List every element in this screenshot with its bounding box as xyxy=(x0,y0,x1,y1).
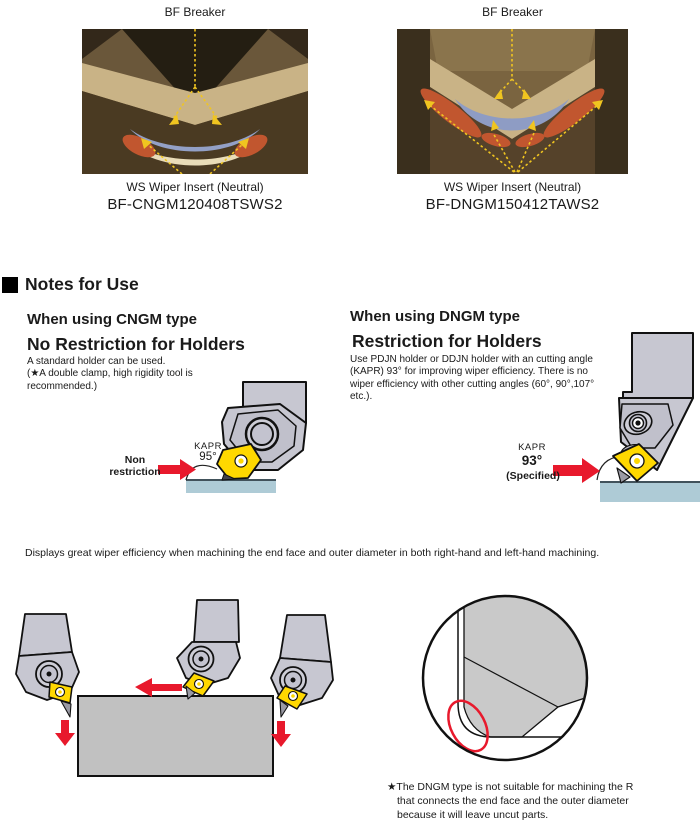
pointer-lines xyxy=(145,29,245,174)
part-number-left: BF-CNGM120408TSWS2 xyxy=(107,196,283,213)
breaker-label-right: BF Breaker xyxy=(482,5,543,19)
toolholder-dngm xyxy=(612,332,694,484)
cngm-holder-diagram xyxy=(158,381,307,493)
pointer-arrowheads xyxy=(141,114,249,149)
wiper-edge-highlight-orange xyxy=(543,88,605,138)
section-title: Notes for Use xyxy=(25,274,139,294)
workpiece-surface xyxy=(600,482,700,502)
kapr-note-right: (Specified) xyxy=(506,470,560,482)
right-arrow-icon xyxy=(158,459,196,480)
dngm-subheading: Restriction for Holders xyxy=(352,331,542,351)
insert-face-band xyxy=(82,63,308,125)
body-line: etc.). xyxy=(350,391,373,403)
dngm-heading: When using DNGM type xyxy=(350,308,520,325)
kapr-value-left: 95° xyxy=(199,451,217,463)
toolholder-left xyxy=(15,613,80,718)
wiper-label-left: WS Wiper Insert (Neutral) xyxy=(126,180,264,194)
body-line: wiper efficiency with other cutting angl… xyxy=(350,378,595,390)
cngm-subheading: No Restriction for Holders xyxy=(27,334,245,354)
kapr-label-right: KAPR xyxy=(518,442,546,453)
insert-edge-flank xyxy=(124,137,266,166)
wiper-edge-highlight-orange xyxy=(420,88,482,138)
chip-breaker-highlight-blue xyxy=(130,129,260,152)
corner-detail-diagram xyxy=(421,594,589,762)
section-square-icon xyxy=(2,276,18,293)
highlight-ellipse xyxy=(447,699,489,753)
body-line: recommended.) xyxy=(27,380,98,392)
down-arrow-icon xyxy=(55,720,75,746)
chip-breaker-highlight-blue xyxy=(455,99,569,131)
dngm-holder-diagram xyxy=(553,332,700,502)
uncut-material xyxy=(463,597,586,738)
kapr-value-right: 93° xyxy=(521,453,543,468)
body-line: A standard holder can be used. xyxy=(27,356,166,367)
face-edge-line xyxy=(463,656,559,708)
footnote-line: that connects the end face and the outer… xyxy=(397,795,629,807)
detail-circle xyxy=(421,594,589,762)
body-line: Use PDJN holder or DDJN holder with an c… xyxy=(350,354,593,365)
insert-photo-cngm xyxy=(82,29,308,174)
body-line: (★A double clamp, high rigidity tool is xyxy=(27,368,193,380)
machining-diagram xyxy=(15,599,334,777)
footnote: ★The DNGM type is not suitable for machi… xyxy=(387,780,677,822)
footnote-line: ★The DNGM type is not suitable for machi… xyxy=(387,781,634,793)
footnote-line: because it will leave uncut parts. xyxy=(397,809,549,821)
section-heading: Notes for Use xyxy=(2,274,139,295)
part-number-right: BF-DNGM150412TAWS2 xyxy=(425,196,600,213)
dngm-body: Use PDJN holder or DDJN holder with an c… xyxy=(350,354,636,404)
wiper-edge-highlight-orange xyxy=(122,134,156,158)
angle-arc xyxy=(185,464,218,481)
non-restriction-label: Non restriction xyxy=(109,454,161,478)
breaker-label-left: BF Breaker xyxy=(164,5,226,19)
target-contour-line xyxy=(457,603,570,738)
body-line: (KAPR) 93° for improving wiper efficienc… xyxy=(350,366,588,378)
cngm-heading: When using CNGM type xyxy=(27,311,197,328)
toolholder-cngm xyxy=(216,381,307,481)
right-arrow-icon xyxy=(553,458,600,483)
kapr-label-left: KAPR xyxy=(194,441,222,452)
insert-photo-dngm xyxy=(397,29,628,174)
efficiency-note: Displays great wiper efficiency when mac… xyxy=(25,547,600,559)
toolholder-middle xyxy=(176,599,241,700)
down-arrow-icon xyxy=(271,721,291,747)
toolholder-right xyxy=(270,614,334,718)
left-arrow-icon xyxy=(135,678,182,697)
workpiece-surface xyxy=(186,480,276,493)
wiper-edge-highlight-orange xyxy=(234,134,268,158)
wiper-label-right: WS Wiper Insert (Neutral) xyxy=(443,180,582,194)
cngm-body: A standard holder can be used. (★A doubl… xyxy=(27,356,247,393)
pointer-arrowheads xyxy=(424,89,603,131)
workpiece-block xyxy=(77,695,274,777)
